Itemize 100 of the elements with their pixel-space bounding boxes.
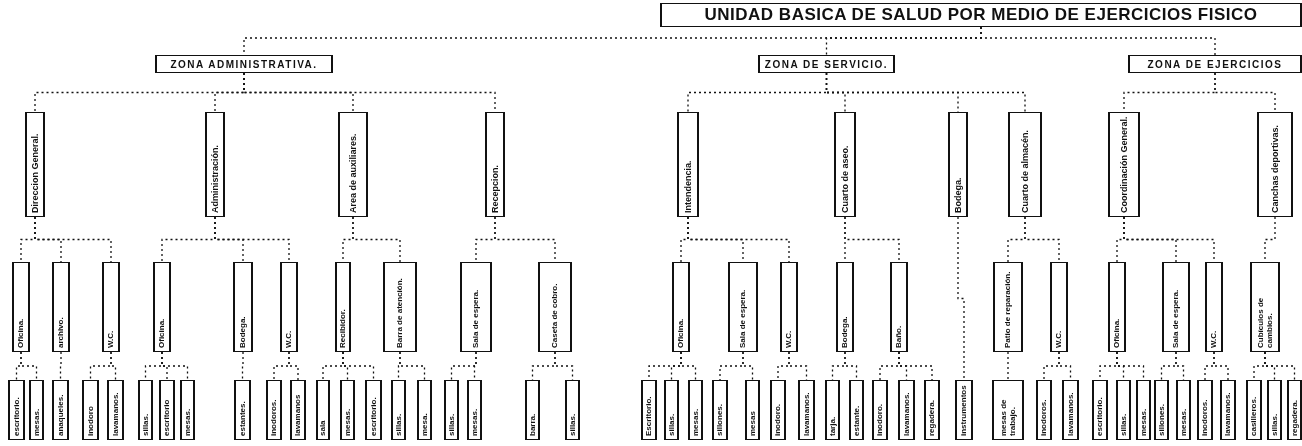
- connector-line: [1007, 351, 1009, 381]
- connector-line: [110, 351, 117, 381]
- area-box: Direccion General.: [25, 112, 45, 217]
- furniture-box: escritorio: [159, 380, 175, 440]
- furniture-box: inodoros.: [266, 380, 282, 440]
- room-box: Sala de espera.: [1162, 262, 1190, 352]
- furniture-box: anaqueles.: [52, 380, 69, 440]
- connector-line: [844, 216, 900, 263]
- connector-line: [161, 351, 189, 381]
- furniture-box: mesas.: [1136, 380, 1151, 440]
- room-box: Barra de atención.: [383, 262, 417, 352]
- furniture-box: tarja.: [825, 380, 840, 440]
- connector-line: [980, 26, 1216, 56]
- furniture-box: lavamanos: [290, 380, 306, 440]
- furniture-box: sillas.: [138, 380, 153, 440]
- room-box: Caseta de cobro.: [538, 262, 572, 352]
- room-box: Patio de reparación.: [993, 262, 1023, 352]
- connector-line: [1058, 351, 1072, 381]
- room-box: Bodega.: [233, 262, 253, 352]
- furniture-box: lavamanos.: [1062, 380, 1079, 440]
- connector-line: [241, 351, 244, 381]
- furniture-box: Escritorio.: [641, 380, 657, 440]
- connector-line: [399, 351, 426, 381]
- furniture-box: inodoros.: [1197, 380, 1213, 440]
- room-box: Cubículos de cambios.: [1250, 262, 1280, 352]
- furniture-box: inodoro: [82, 380, 99, 440]
- connector-line: [825, 72, 1026, 113]
- area-box: Intendencia.: [677, 112, 699, 217]
- zone-box: ZONA ADMINISTRATIVA.: [155, 55, 333, 73]
- furniture-box: mesas.: [180, 380, 195, 440]
- connector-line: [1264, 351, 1296, 381]
- connector-line: [20, 351, 38, 381]
- furniture-box: inodoro.: [872, 380, 888, 440]
- area-box: Coordinación General.: [1108, 112, 1140, 217]
- furniture-box: sillones.: [712, 380, 728, 440]
- furniture-box: mesas.: [467, 380, 482, 440]
- room-box: Baño.: [890, 262, 908, 352]
- zone-box: ZONA DE SERVICIO.: [758, 55, 895, 73]
- room-box: W.C.: [280, 262, 298, 352]
- furniture-box: mesas: [745, 380, 760, 440]
- room-box: Recibidor.: [335, 262, 351, 352]
- furniture-box: regadera.: [924, 380, 940, 440]
- area-box: Area de auxiliares.: [338, 112, 368, 217]
- connector-line: [742, 351, 754, 381]
- connector-line: [473, 351, 477, 381]
- room-box: Oficina.: [1108, 262, 1126, 352]
- connector-line: [34, 216, 112, 263]
- area-box: Recepcion.: [485, 112, 505, 217]
- room-box: W.C.: [780, 262, 798, 352]
- furniture-box: lavamanos.: [898, 380, 915, 440]
- room-box: Sala de espera.: [728, 262, 758, 352]
- furniture-box: sillones.: [1154, 380, 1169, 440]
- furniture-box: sillas.: [1116, 380, 1131, 440]
- zone-box: ZONA DE EJERCICIOS: [1128, 55, 1302, 73]
- connector-line: [288, 351, 299, 381]
- furniture-box: sillas.: [444, 380, 459, 440]
- furniture-box: inodoros.: [1036, 380, 1052, 440]
- connector-line: [1214, 72, 1276, 113]
- furniture-box: mesas.: [1176, 380, 1191, 440]
- furniture-box: escritorio.: [1092, 380, 1108, 440]
- connector-line: [1213, 351, 1229, 381]
- furniture-box: inodoro.: [770, 380, 786, 440]
- area-box: Bodega.: [948, 112, 968, 217]
- furniture-box: lavamanos.: [1220, 380, 1236, 440]
- connector-line: [59, 351, 62, 381]
- furniture-box: escritorio.: [8, 380, 25, 440]
- connector-line: [687, 216, 790, 263]
- room-box: Oficina.: [672, 262, 690, 352]
- room-box: W.C.: [102, 262, 120, 352]
- furniture-box: barra.: [525, 380, 540, 440]
- furniture-box: instrumentos: [955, 380, 973, 440]
- area-box: Administración.: [205, 112, 225, 217]
- connector-line: [1116, 351, 1145, 381]
- furniture-box: mesas de trabajo.: [992, 380, 1024, 440]
- connector-line: [1024, 216, 1060, 263]
- connector-line: [680, 351, 697, 381]
- area-box: Canchas deportivas.: [1257, 112, 1293, 217]
- furniture-box: sillas.: [1267, 380, 1282, 440]
- furniture-box: sillas.: [664, 380, 679, 440]
- room-box: archivo.: [52, 262, 70, 352]
- furniture-box: mesas.: [29, 380, 44, 440]
- room-box: W.C.: [1205, 262, 1223, 352]
- furniture-box: escritorio.: [365, 380, 382, 440]
- connector-line: [957, 216, 965, 381]
- connector-line: [342, 351, 375, 381]
- furniture-box: sillas.: [391, 380, 406, 440]
- connector-line: [214, 216, 290, 263]
- area-box: Cuarto de almacén.: [1008, 112, 1042, 217]
- furniture-box: sala: [316, 380, 330, 440]
- room-box: Oficina.: [12, 262, 30, 352]
- furniture-box: sillas.: [565, 380, 580, 440]
- connector-line: [844, 351, 858, 381]
- room-box: W.C.: [1050, 262, 1068, 352]
- furniture-box: casilleros.: [1246, 380, 1262, 440]
- title-box: UNIDAD BASICA DE SALUD POR MEDIO DE EJERCICIOS FISICO: [660, 3, 1302, 27]
- furniture-box: mesas.: [688, 380, 703, 440]
- furniture-box: estantes.: [234, 380, 251, 440]
- room-box: Sala de espera.: [460, 262, 492, 352]
- room-box: Bodega.: [836, 262, 854, 352]
- furniture-box: regadera.: [1287, 380, 1302, 440]
